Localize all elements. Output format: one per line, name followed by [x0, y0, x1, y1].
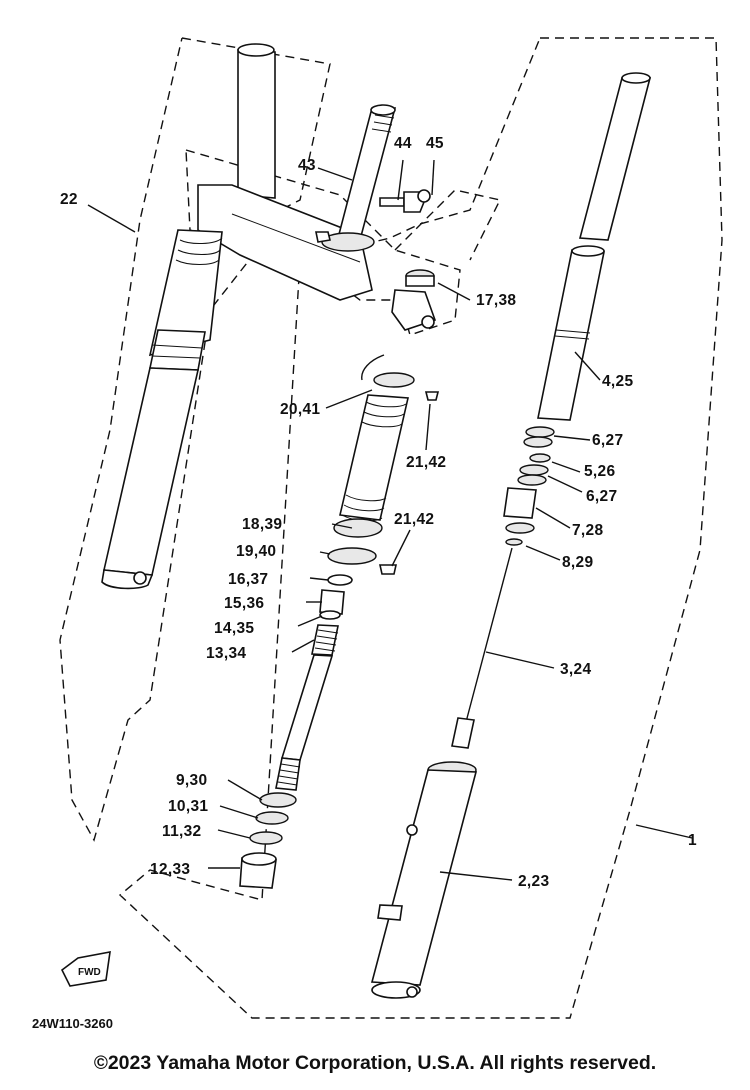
- drawing-number: 24W110-3260: [32, 1016, 113, 1031]
- callout-21-42-upper: 21,42: [406, 454, 446, 471]
- callout-12-33: 12,33: [150, 861, 190, 878]
- copyright-text: 2023 Yamaha Motor Corporation, U.S.A. Al…: [107, 1052, 657, 1074]
- callout-8-29: 8,29: [562, 554, 593, 571]
- leader-lines: [87, 159, 693, 881]
- callout-7-28: 7,28: [572, 522, 603, 539]
- callout-3-24: 3,24: [560, 661, 591, 678]
- callout-21-42-lower: 21,42: [394, 511, 434, 528]
- callout-44: 44: [394, 135, 412, 152]
- group-outline-right-fork: [118, 37, 723, 1019]
- fork-exploded-diagram: FWD 1 22 43 44 45 17,: [32, 37, 723, 1031]
- callout-2-23: 2,23: [518, 873, 549, 890]
- steering-stem: [315, 104, 431, 252]
- callout-14-35: 14,35: [214, 620, 254, 637]
- copyright-mark: ©: [93, 1053, 108, 1074]
- callout-5-26: 5,26: [584, 463, 615, 480]
- fwd-arrow-icon: FWD: [60, 951, 111, 987]
- callout-18-39: 18,39: [242, 516, 282, 533]
- callout-10-31: 10,31: [168, 798, 208, 815]
- callout-6-27-upper: 6,27: [592, 432, 623, 449]
- callout-16-37: 16,37: [228, 571, 268, 588]
- callout-20-41: 20,41: [280, 401, 320, 418]
- callout-1: 1: [688, 832, 697, 849]
- callout-22: 22: [60, 191, 78, 208]
- left-fork-assembly: [101, 43, 373, 590]
- callout-45: 45: [426, 135, 444, 152]
- fwd-label: FWD: [78, 967, 101, 978]
- callout-43: 43: [298, 157, 316, 174]
- callout-19-40: 19,40: [236, 543, 276, 560]
- group-outline-left-fork: [59, 37, 331, 842]
- callout-11-32: 11,32: [162, 823, 201, 840]
- callout-13-34: 13,34: [206, 645, 246, 662]
- callout-15-36: 15,36: [224, 595, 264, 612]
- callout-4-25: 4,25: [602, 373, 633, 390]
- fork-cap-clamp: [391, 269, 437, 331]
- callout-17-38: 17,38: [476, 292, 516, 309]
- copyright-footer: ©2023 Yamaha Motor Corporation, U.S.A. A…: [0, 1052, 750, 1075]
- callout-labels: 1 22 43 44 45 17,38 4,25 20,41 21,42 6,2…: [60, 135, 697, 890]
- dust-boot-assembly: [239, 354, 440, 889]
- right-fork-assembly: [370, 72, 652, 999]
- callout-9-30: 9,30: [176, 772, 207, 789]
- callout-6-27-lower: 6,27: [586, 488, 617, 505]
